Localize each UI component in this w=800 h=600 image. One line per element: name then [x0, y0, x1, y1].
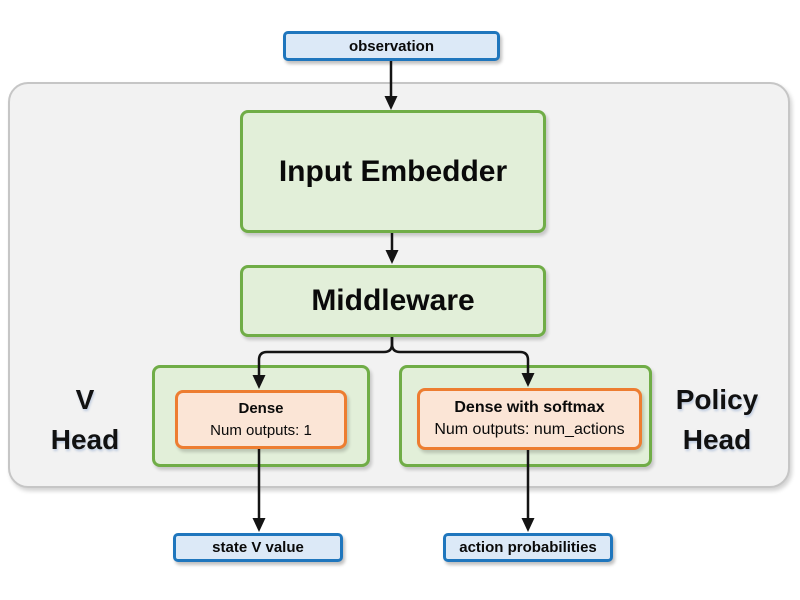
policy-head-label-line2: Head — [682, 424, 752, 455]
input-embedder-label: Input Embedder — [278, 154, 508, 188]
middleware-node: Middleware — [240, 265, 546, 337]
v-head-label-line2: Head — [50, 424, 120, 455]
policy-head-dense-detail: Num outputs: num_actions — [434, 421, 625, 438]
middleware-label: Middleware — [311, 284, 475, 317]
policy-head-dense-title: Dense with softmax — [454, 399, 605, 416]
input-embedder-node: Input Embedder — [240, 110, 546, 233]
v-head-label: V Head — [24, 380, 146, 460]
policy-head-dense-node: Dense with softmax Num outputs: num_acti… — [417, 388, 642, 450]
action-probabilities-label: action probabilities — [459, 539, 597, 556]
v-head-dense-title: Dense — [238, 399, 284, 417]
observation-label: observation — [348, 37, 435, 55]
state-v-value-label: state V value — [212, 539, 304, 556]
v-head-dense-node: Dense Num outputs: 1 — [175, 390, 347, 449]
observation-node: observation — [283, 31, 500, 61]
policy-head-label-line1: Policy — [675, 384, 759, 415]
v-head-dense-detail: Num outputs: 1 — [210, 421, 312, 439]
state-v-value-node: state V value — [173, 533, 343, 562]
v-head-label-line1: V — [75, 384, 95, 415]
action-probabilities-node: action probabilities — [443, 533, 613, 562]
policy-head-label: Policy Head — [654, 380, 780, 460]
